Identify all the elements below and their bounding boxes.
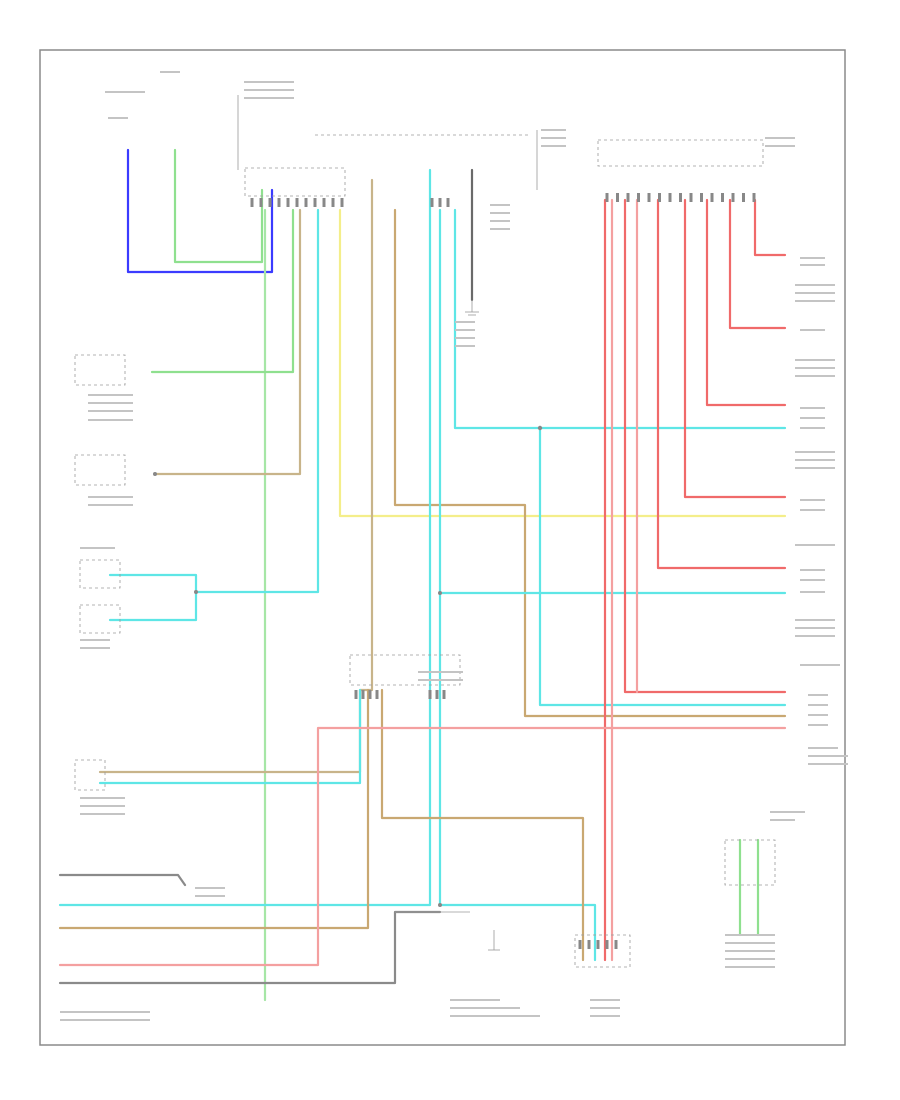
connector-pins — [250, 193, 756, 949]
wire-yellow — [338, 208, 787, 518]
wire-cyan-horizontal — [453, 208, 787, 430]
junction-dot-2 — [194, 590, 198, 594]
center-top-pin — [446, 198, 450, 207]
center-junction-box — [349, 654, 461, 686]
right-top-pin — [700, 193, 703, 202]
wire-cyan-lower — [98, 688, 362, 785]
wire-red-4 — [683, 198, 787, 499]
diagram-border — [39, 49, 846, 1046]
bottom-center-pin — [596, 940, 600, 949]
wire-green-switch — [150, 208, 295, 374]
wire-tan-lower — [380, 688, 585, 962]
wire-gray-bottom — [58, 910, 442, 985]
wire-tan-switch — [153, 208, 302, 476]
right-connector-top-box — [597, 139, 764, 167]
bottom-center-pin — [614, 940, 618, 949]
bottom-center-pin — [587, 940, 591, 949]
junction-top-pin — [295, 198, 299, 207]
junction-top-pin — [331, 198, 335, 207]
wire-cyan-right — [538, 426, 787, 707]
center-junction-pin — [435, 690, 439, 699]
right-top-pin — [752, 193, 756, 202]
right-top-pin — [731, 193, 735, 202]
left-switch-2-box — [74, 454, 126, 486]
wire-tan-bottom — [58, 688, 370, 930]
right-top-pin — [742, 193, 745, 202]
right-top-pin — [710, 193, 714, 202]
bottom-center-pin — [605, 940, 609, 949]
right-top-pin — [721, 193, 724, 202]
right-top-pin — [616, 193, 619, 202]
wire-tan-center — [98, 178, 374, 774]
junction-connector-top-box — [244, 167, 346, 197]
wire-pink-bottom — [58, 726, 787, 967]
left-switch-1-box — [74, 354, 126, 386]
right-top-pin — [668, 193, 672, 202]
junction-top-pin — [322, 198, 326, 207]
center-junction-pin — [361, 690, 365, 699]
center-junction-pin — [442, 690, 446, 699]
wire-blue-loop — [126, 148, 274, 274]
junction-top-pin — [304, 198, 308, 207]
junction-top-pin — [340, 198, 344, 207]
right-top-pin — [689, 193, 693, 202]
bottom-right-module-box — [724, 839, 776, 886]
right-top-pin — [647, 193, 651, 202]
bottom-center-pin — [578, 940, 582, 949]
center-junction-pin — [375, 690, 379, 699]
left-lower-unit-box — [74, 759, 106, 791]
wire-gray-left — [58, 873, 187, 887]
junction-dot-1 — [537, 425, 543, 431]
junction-top-pin — [277, 198, 281, 207]
wire-cyan-center-b — [438, 208, 597, 962]
wire-red-1 — [753, 198, 787, 257]
center-junction-pin — [354, 690, 358, 699]
bottom-center-connector-box — [574, 934, 631, 968]
right-top-pin — [679, 193, 682, 202]
wire-cyan-control — [108, 208, 320, 594]
junction-top-pin — [286, 198, 290, 207]
center-junction-pin — [368, 690, 372, 699]
left-sensor-unit-box — [79, 604, 121, 634]
junction-dot-3 — [438, 591, 442, 595]
junction-dot-4 — [438, 903, 442, 907]
junction-top-pin — [313, 198, 317, 207]
wire-red-5 — [656, 198, 787, 570]
right-top-pin — [626, 193, 630, 202]
junction-top-pin — [268, 198, 272, 207]
junction-dot-5 — [153, 472, 157, 476]
wire-cyan-center-a — [58, 168, 432, 907]
wire-tan-right — [393, 208, 787, 718]
center-top-pin — [438, 198, 442, 207]
wire-cyan-sensor — [108, 590, 198, 622]
right-top-pin — [605, 193, 609, 202]
center-junction-pin — [428, 690, 432, 699]
right-top-pin — [658, 193, 661, 202]
right-top-pin — [637, 193, 640, 202]
junction-top-pin — [259, 198, 263, 207]
wire-red-3 — [705, 198, 787, 407]
left-control-unit-box — [79, 559, 121, 589]
wire-green-loop — [173, 148, 264, 264]
ground-symbol-bottom — [488, 930, 500, 951]
ground-symbol — [465, 300, 479, 316]
center-top-pin — [430, 198, 434, 207]
wire-red-6 — [623, 198, 787, 694]
junction-top-pin — [250, 198, 254, 207]
wire-label-marks — [60, 71, 848, 1021]
wire-red-2 — [728, 198, 787, 330]
